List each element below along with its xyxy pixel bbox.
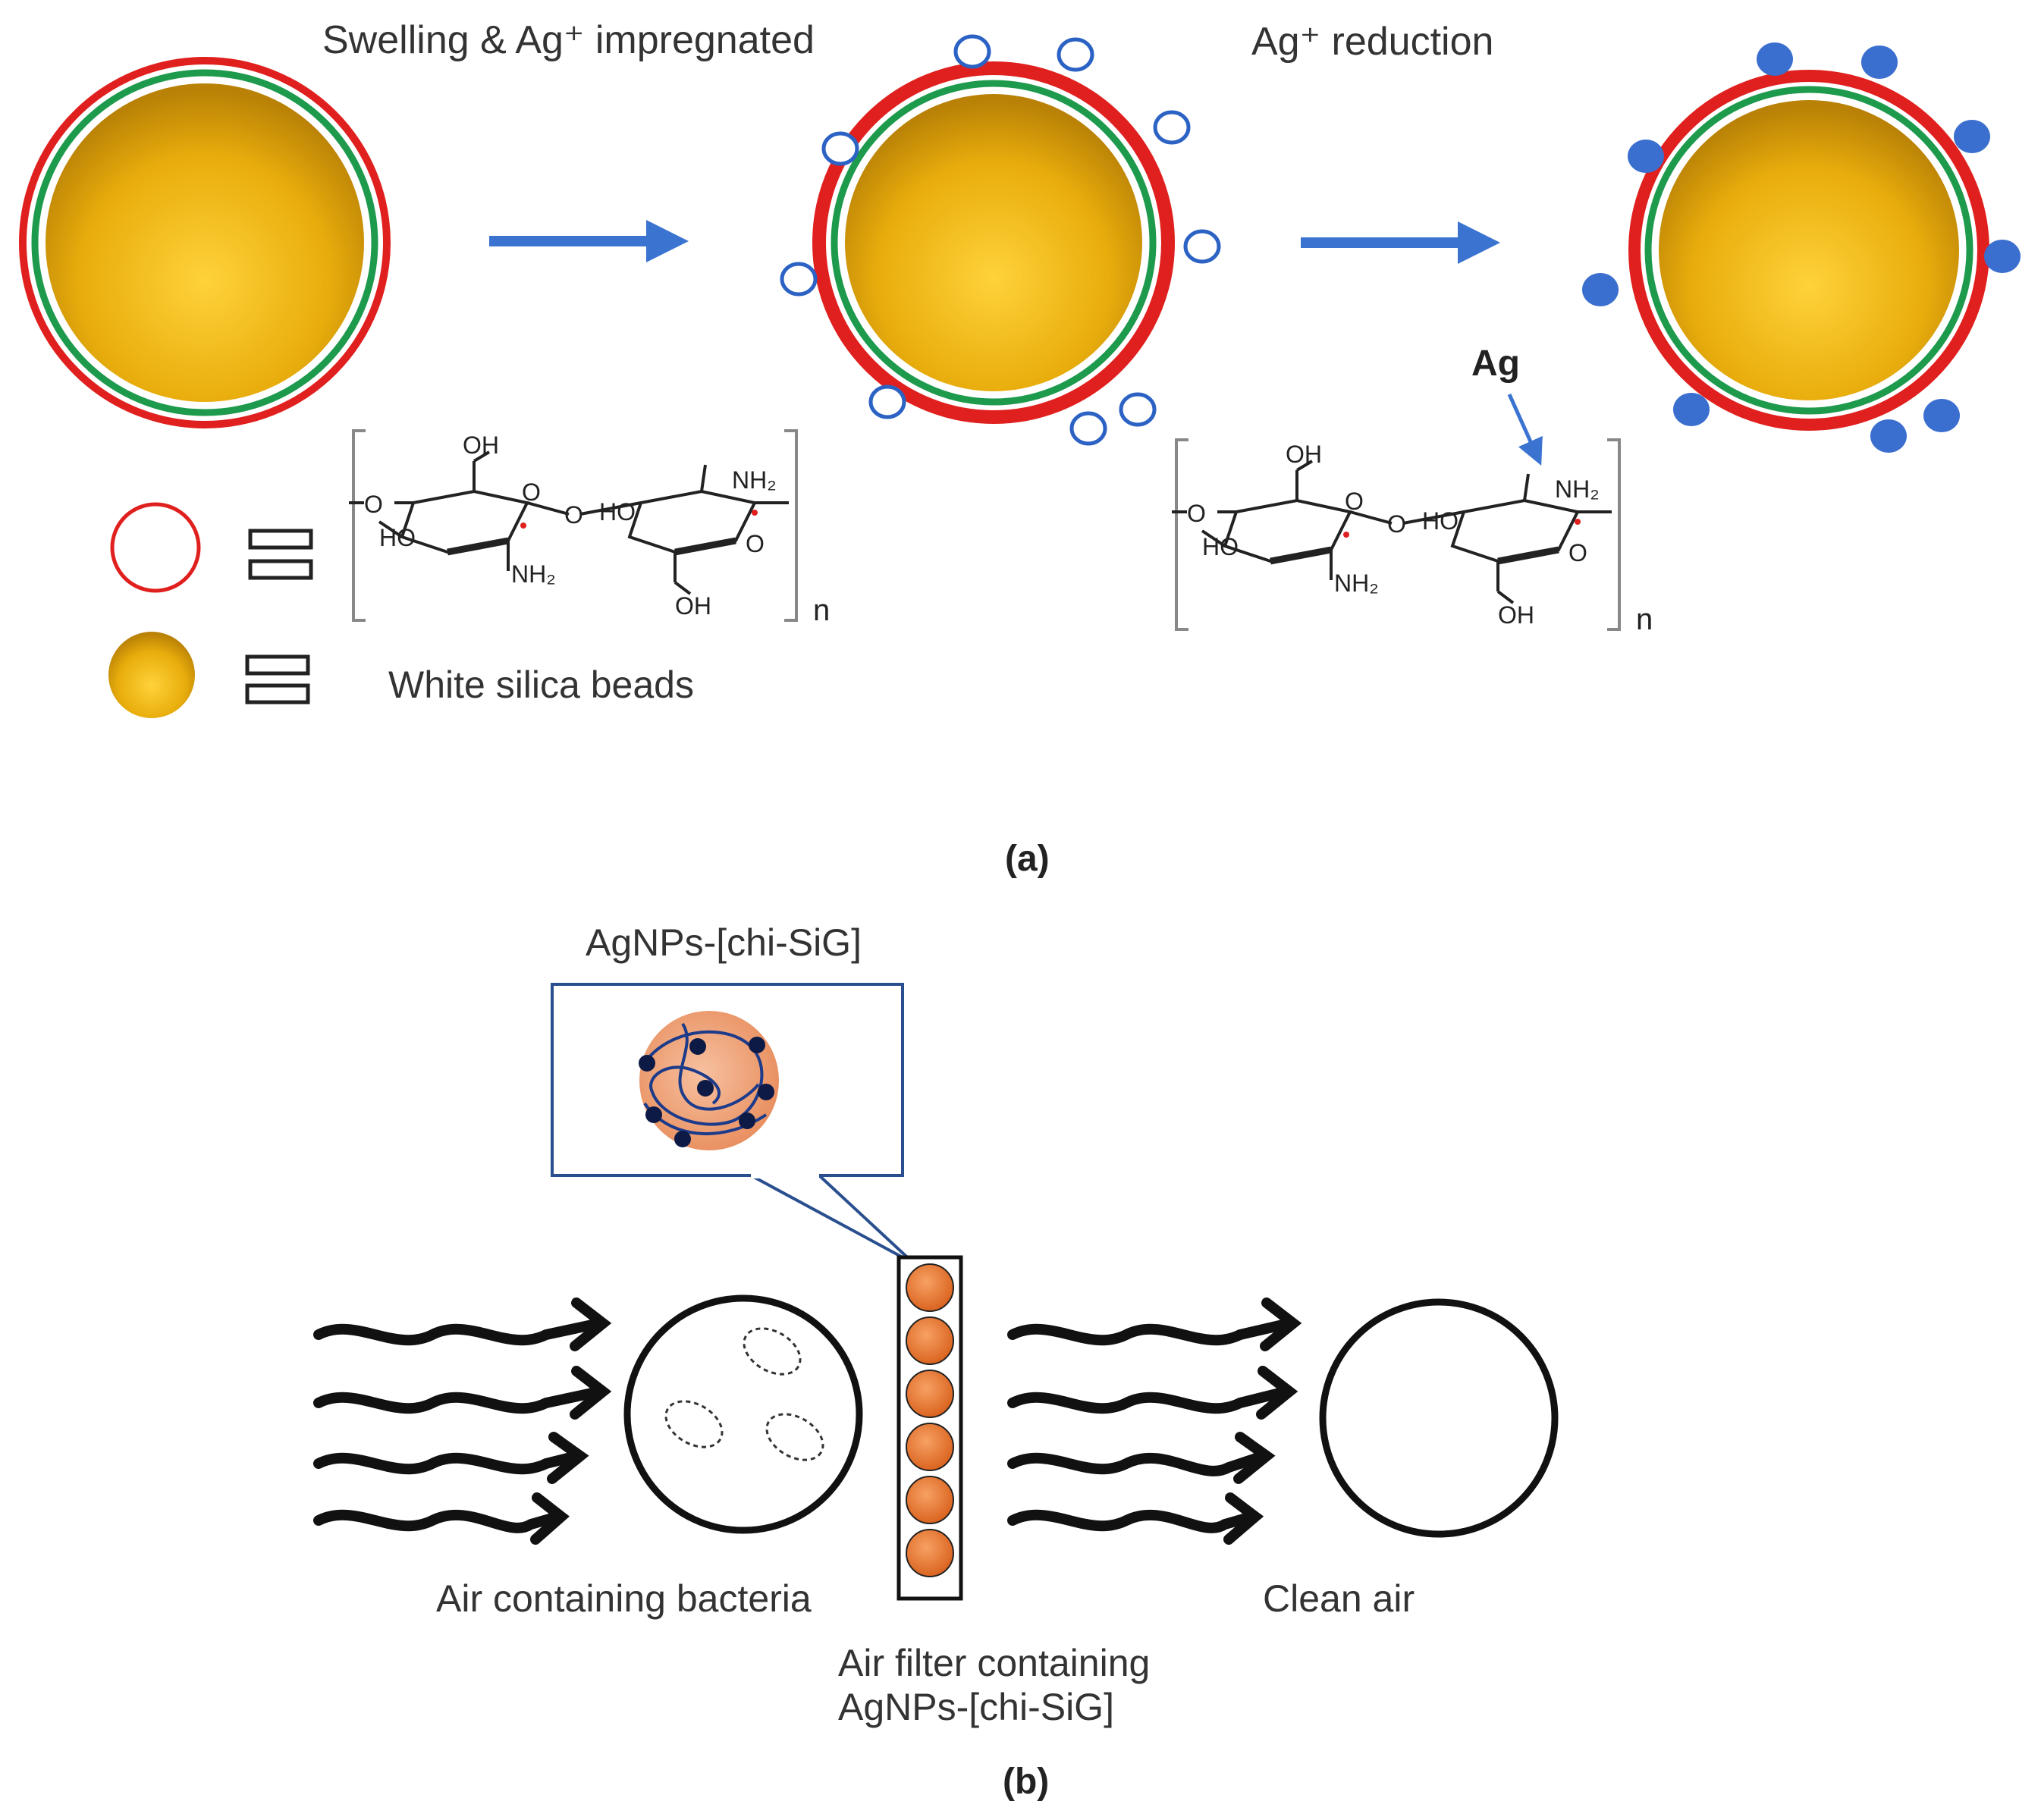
svg-text:NH₂: NH₂ xyxy=(511,560,556,588)
svg-text:O: O xyxy=(1345,488,1364,515)
svg-text:HO: HO xyxy=(1422,507,1459,535)
ag-ion-marks xyxy=(780,34,1221,446)
agnp-composite-particle xyxy=(639,1011,779,1150)
svg-text:OH: OH xyxy=(675,592,711,620)
legend-equals-sign-2 xyxy=(245,654,310,704)
svg-text:n: n xyxy=(813,594,830,627)
svg-text:HO: HO xyxy=(599,498,636,526)
filter-label-line1: Air filter containing xyxy=(838,1642,1150,1684)
step1-label: Swelling & Ag⁺ impregnated xyxy=(322,18,815,62)
svg-text:O: O xyxy=(1568,539,1587,566)
svg-text:NH₂: NH₂ xyxy=(1334,570,1379,597)
svg-text:O: O xyxy=(564,501,583,529)
legend-silica-bead xyxy=(108,632,195,718)
panel-label-b: (b) xyxy=(1003,1762,1049,1802)
callout-title: AgNPs-[chi-SiG] xyxy=(586,921,862,964)
svg-text:NH₂: NH₂ xyxy=(732,466,777,494)
panel-label-a: (a) xyxy=(1005,839,1050,879)
svg-text:OH: OH xyxy=(1498,601,1534,629)
air-filter-column xyxy=(896,1255,963,1601)
svg-text:O: O xyxy=(746,530,765,557)
filter-bead-marks xyxy=(906,1263,954,1577)
svg-text:OH: OH xyxy=(463,431,499,459)
filter-label-line2: AgNPs-[chi-SiG] xyxy=(838,1686,1114,1728)
legend: White silica beads xyxy=(108,502,694,718)
svg-text:O: O xyxy=(522,479,541,506)
legend-chitosan-ring xyxy=(110,502,201,593)
bead-ag-ion-impregnated xyxy=(780,34,1221,446)
clean-air-circle xyxy=(1319,1298,1559,1538)
ag-label: Ag xyxy=(1471,344,1520,384)
airflow-arrows-in xyxy=(313,1298,612,1545)
left-label: Air containing bacteria xyxy=(436,1577,812,1620)
airflow-arrows-out xyxy=(1007,1298,1302,1545)
svg-text:NH₂: NH₂ xyxy=(1555,475,1600,503)
svg-text:O: O xyxy=(1187,500,1206,527)
svg-text:HO: HO xyxy=(379,524,416,551)
bead-plain xyxy=(19,57,391,428)
ag-nanoparticle-marks xyxy=(1582,42,2021,453)
svg-text:OH: OH xyxy=(1286,441,1322,468)
ag-pointer-arrow xyxy=(1507,393,1543,466)
bacteria-air-circle xyxy=(623,1294,863,1534)
svg-text:O: O xyxy=(364,491,383,518)
bead-ag-reduced xyxy=(1582,42,2021,453)
svg-text:O: O xyxy=(1387,510,1406,538)
legend-bead-label: White silica beads xyxy=(388,664,694,706)
step2-label: Ag⁺ reduction xyxy=(1251,20,1493,64)
chitosan-structure-2: OH O HO NH₂ O HO NH₂ O OH O n xyxy=(1172,440,1653,636)
right-label: Clean air xyxy=(1263,1577,1415,1620)
svg-text:n: n xyxy=(1636,603,1653,636)
svg-text:HO: HO xyxy=(1202,533,1239,560)
chitosan-structure-1: OH O HO NH₂ O HO NH₂ O OH O n xyxy=(349,431,830,627)
bacterium-icon xyxy=(664,1327,824,1461)
legend-equals-sign-1 xyxy=(248,529,313,580)
